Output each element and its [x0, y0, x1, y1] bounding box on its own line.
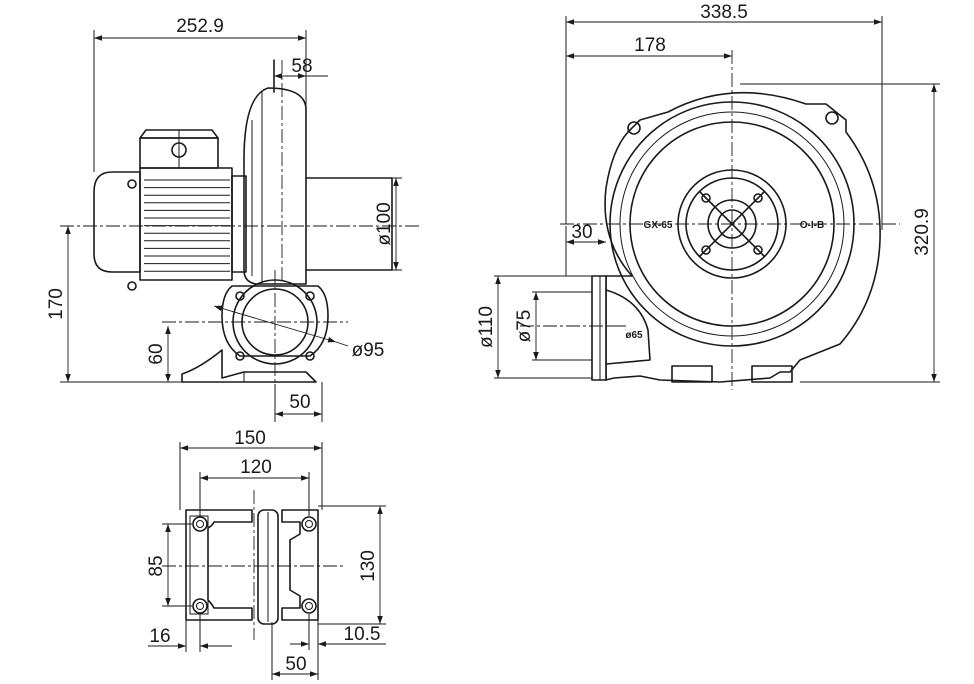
dim-base-hole-spacing: 120: [240, 457, 272, 478]
fan-housing-side: [243, 87, 307, 285]
dim-base-slot-width: 10.5: [344, 624, 381, 645]
dim-inlet-diameter: ø95: [352, 340, 385, 361]
port-marking: ø65: [625, 330, 643, 341]
dim-base-outer-width: 150: [234, 428, 266, 449]
dim-base-hole-pitch: 85: [146, 555, 167, 576]
dim-base-height: 60: [146, 343, 167, 364]
housing-ear-hole-right: [825, 111, 839, 125]
dim-flange-outer-diameter: ø110: [476, 306, 497, 348]
inlet-flange-plate: [591, 275, 607, 381]
dim-inlet-height: 170: [46, 288, 67, 320]
base-pad-right: [281, 509, 319, 621]
inlet-duct: [605, 289, 651, 365]
base-foot-right: [751, 365, 793, 383]
motor-screw-bottom: [127, 281, 137, 291]
outlet-pipe: [305, 177, 393, 271]
motor-flange: [231, 175, 247, 273]
base-foot-left: [671, 365, 713, 383]
dim-base-foot-width: 50: [285, 654, 306, 675]
terminal-box: [139, 129, 219, 169]
dim-base-overall-depth: 130: [358, 550, 379, 582]
fan-housing-front: [604, 91, 881, 383]
dim-base-edge-offset: 16: [149, 626, 170, 647]
front-view: GX-65 O-I-B ø65 338.5 178 320.9 30: [476, 2, 940, 390]
dim-outlet-diameter: ø100: [374, 202, 395, 245]
dim-center-offset: 178: [634, 35, 666, 56]
motor-screw-top: [127, 179, 137, 189]
housing-ear-hole-left: [627, 121, 641, 135]
motor-end-cap: [93, 171, 141, 273]
base-view: 150 120 85 130 16 10.5 50: [146, 428, 386, 680]
plate-label-left: GX-65: [644, 220, 673, 231]
dim-side-base-width: 50: [289, 392, 310, 413]
side-view: 252.9 58 ø100 170 60 ø95 50: [46, 16, 420, 422]
base-foot: [181, 349, 317, 383]
dim-flange-inner-diameter: ø75: [514, 310, 535, 343]
base-center-rib: [257, 509, 279, 625]
dim-side-overall-width: 252.9: [176, 16, 224, 37]
dim-front-overall-width: 338.5: [700, 2, 748, 23]
dim-outlet-length: 58: [291, 56, 312, 77]
plate-label-right: O-I-B: [800, 220, 824, 231]
dim-flange-thickness: 30: [571, 222, 592, 243]
base-pad-left: [185, 509, 253, 621]
dim-front-overall-height: 320.9: [912, 208, 933, 256]
